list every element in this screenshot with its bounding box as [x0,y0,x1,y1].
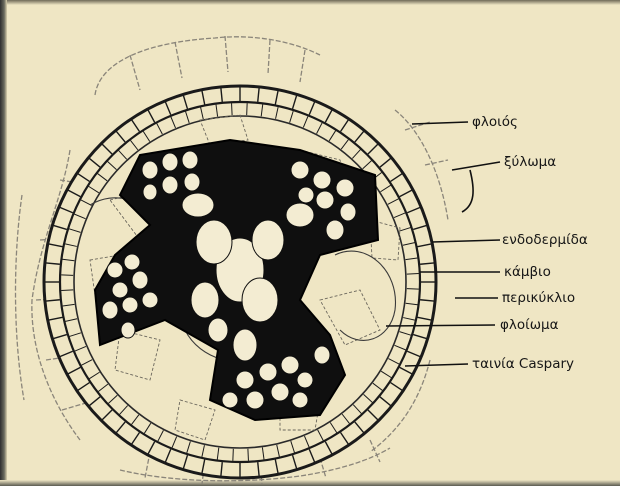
xylem-vessel [122,297,138,313]
xylem-vessel [196,220,232,264]
xylem-vessel [233,329,257,361]
xylem-vessel [142,292,158,308]
label-cortex: φλοιός [472,114,518,130]
label-xylem: ξύλωμα [504,154,556,170]
xylem-vessel [121,322,135,338]
xylem-vessel [316,191,334,209]
xylem-vessel [143,184,157,200]
leader-cortex [412,122,468,124]
label-casparian-strip: ταινία Caspary [472,356,574,372]
xylem-vessel [208,318,228,342]
xylem-vessel [286,203,314,227]
leader-xylem [452,162,500,212]
xylem-vessel [222,392,238,408]
xylem-vessel [142,161,158,179]
xylem-vessel [314,346,330,364]
xylem-vessel [326,220,344,240]
xylem-vessel [182,151,198,169]
xylem-vessel [259,363,277,381]
xylem-vessel [252,220,284,260]
xylem-vessel [112,282,128,298]
leader-endodermis [432,240,500,242]
xylem-vessel [340,203,356,221]
pericycle-cell-wall [248,449,249,461]
xylem-vessel [281,356,299,374]
xylem-vessel [182,193,214,217]
xylem-vessel [297,372,313,388]
xylem-vessel [236,371,254,389]
xylem-vessel [162,153,178,171]
xylem-vessel [162,176,178,194]
xylem-vessel [291,161,309,179]
xylem-vessel [132,271,148,289]
xylem-vessel [191,282,219,318]
xylem-vessel [107,262,123,278]
label-phloem: φλοίωμα [500,317,559,333]
xylem-vessel [336,179,354,197]
pericycle-cell-wall [61,290,73,291]
label-endodermis: ενδοδερμίδα [502,232,588,248]
xylem-vessel [271,383,289,401]
xylem-vessel [124,254,140,270]
xylem-vessel [246,391,264,409]
pericycle-cell-wall [232,103,233,115]
xylem-vessel [242,278,278,322]
xylem-vessel [102,301,118,319]
xylem-vessel [184,173,200,191]
xylem-vessel [313,171,331,189]
label-pericycle: περικύκλιο [502,290,575,306]
pericycle-cell-wall [407,274,419,275]
xylem-vessel [298,187,314,203]
label-cambium: κάμβιο [504,264,551,280]
leader-phloem [386,325,495,326]
xylem-vessel [292,392,308,408]
